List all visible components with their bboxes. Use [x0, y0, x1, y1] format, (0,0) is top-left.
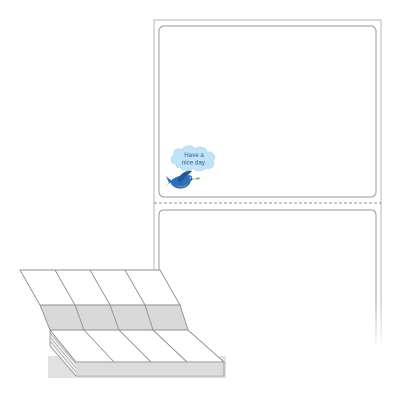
speech-cloud-icon: Have a nice day.: [170, 145, 215, 172]
fanfold-rising-panel: [39, 304, 189, 331]
fanfold-stack-illustration: [19, 269, 226, 378]
label-bottom: [158, 209, 377, 345]
stack-top-sheet: [49, 329, 226, 363]
cloud-text-line-1: Have a: [184, 152, 204, 159]
cloud-text-line-2: nice day.: [182, 160, 207, 167]
sample-label-graphic: Have a nice day.: [165, 145, 215, 189]
stack-sheet-lines: [49, 332, 224, 375]
fanfold-top-strip: [19, 269, 181, 306]
bluebird-icon: [165, 170, 200, 189]
